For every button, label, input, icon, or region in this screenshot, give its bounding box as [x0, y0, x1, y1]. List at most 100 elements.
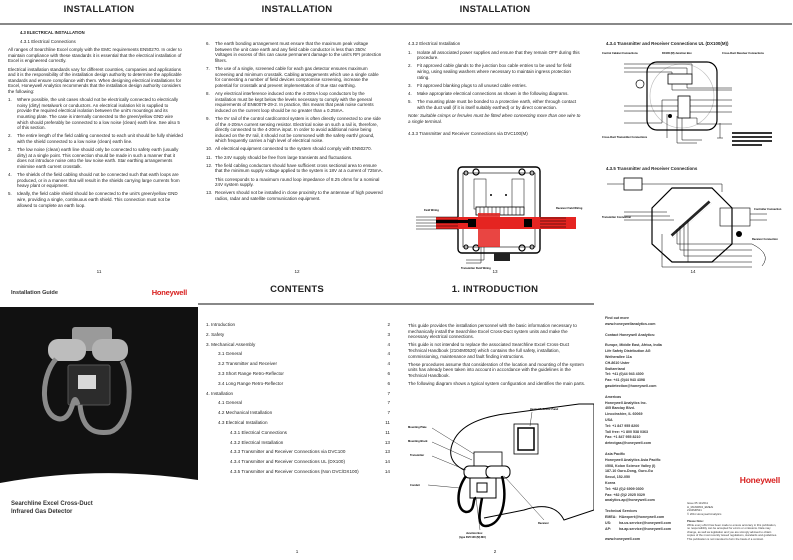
label-junction-box: Junction Box [466, 531, 483, 535]
toc-page: 6 [387, 380, 390, 386]
item-text: The low noise (clean) earth line should … [17, 147, 179, 169]
toc-page: 13 [384, 449, 390, 455]
item-text: This corresponds to a maximum round loop… [215, 176, 380, 188]
item-number: 1. [8, 97, 12, 103]
wiring-diagram-dvc100: Field Wiring Receiver Field Wiring Trans… [416, 166, 583, 270]
page-11: INSTALLATION 4.3 ELECTRICAL INSTALLATION… [0, 0, 198, 280]
header-rule [198, 303, 396, 305]
item-text: The earth bonding arrangement must ensur… [215, 41, 382, 63]
page-number: 14 [690, 269, 696, 274]
contact-line: 187-10 Guro-Dong, Guro-Gu [605, 469, 653, 474]
tech-email[interactable]: ha.us.service@honeywell.com [619, 520, 672, 525]
contact-line: Life Safety Distribution AG [605, 349, 651, 354]
page-header: INSTALLATION [261, 4, 333, 15]
item-number: 6. [206, 41, 210, 46]
toc-page: 14 [384, 459, 390, 465]
tech-email[interactable]: ha.ap.service@honeywell.com [619, 526, 672, 531]
page-number: 1 [295, 549, 299, 554]
list-item: 8.Any electrical interference induced on… [206, 91, 384, 113]
find-out-more: Find out more [605, 316, 629, 320]
note: Note: Suitable crimps or ferrules must b… [408, 112, 581, 124]
label-control-cabinet: Control Cabinet Connections [602, 51, 638, 55]
toc-label: 4.3 Electrical Installation [218, 419, 268, 425]
paragraph: This guide is not intended to replace th… [408, 342, 570, 359]
contact-line: analytics.ap@honeywell.com [605, 498, 655, 503]
contact-line: Tel: +41 (0)44 943 4300 [605, 372, 644, 377]
toc-entry[interactable]: 4.3.4 Transmitter and Receiver Connectio… [206, 459, 390, 469]
tech-email[interactable]: HAexpert@honeywell.com [619, 514, 665, 519]
label-receiver-connections: Cross-Duct Receiver Connections [722, 51, 765, 55]
website-link-2[interactable]: www.honeywell.com [605, 537, 641, 542]
page-header: CONTENTS [270, 284, 324, 295]
item-text: The 24V supply should be free from large… [215, 154, 353, 160]
toc-page: 14 [384, 468, 390, 474]
toc-page: 2 [387, 322, 390, 327]
item-number: 8. [206, 90, 210, 96]
paragraph: All ranges of Searchline Excel comply wi… [8, 47, 182, 64]
cover-photo [0, 307, 198, 483]
item-text: The entire length of the field cabling c… [17, 133, 183, 144]
item-text: Ideally, the field cable shield should b… [17, 191, 178, 208]
website-link[interactable]: www.honeywellanalytics.com [605, 321, 656, 326]
cover-title-line-2: Infrared Gas Detector [11, 509, 73, 515]
contact-line: Americas [605, 394, 622, 399]
item-text: The 0V rail of the control card/control … [215, 115, 381, 144]
toc-label: 4.1 General [218, 400, 243, 406]
toc-entry[interactable]: 1. Introduction 2 [206, 322, 390, 332]
note-text: While every effort has been made to ensu… [687, 522, 778, 541]
label-junction-box-type: (type DVC100 (M) MC) [459, 535, 486, 539]
list-item: 2.Fit approved cable glands to the junct… [408, 63, 584, 80]
toc-entry[interactable]: 3.2 Transmitter and Receiver 4 [206, 361, 390, 371]
contact-line: Fax: +82 (0)2 2025 0329 [605, 492, 645, 497]
toc-entry[interactable]: 4.3.3 Transmitter and Receiver Connectio… [206, 449, 390, 459]
toc-label: 3.2 Transmitter and Receiver [218, 361, 277, 367]
toc-entry[interactable]: 4.3.5 Transmitter and Receiver Connectio… [206, 469, 390, 479]
header-rule [594, 23, 792, 25]
label-reflector-panel: Heated Reflector Panel [530, 407, 559, 411]
item-text: The mounting plate must be bonded to a p… [417, 99, 577, 110]
label-conduit: Conduit [410, 483, 420, 487]
list-item: 4.The shields of the field cabling shoul… [8, 172, 184, 189]
toc-label: 1. Introduction [206, 322, 236, 327]
contact-block: Find out more www.honeywellanalytics.com… [605, 316, 671, 543]
toc-label: 4.3.4 Transmitter and Receiver Connectio… [230, 459, 345, 465]
tech-services-heading: Technical Services [605, 509, 638, 514]
list-item: 13.Receivers should not be installed in … [206, 190, 384, 201]
toc-label: 4.3.2 Electrical Installation [230, 439, 284, 445]
item-number: 7. [206, 65, 210, 71]
page-number: 2 [493, 549, 497, 554]
item-text: Make appropriate electrical connections … [417, 90, 569, 96]
page-header: INSTALLATION [63, 4, 135, 15]
list-item: 4.Make appropriate electrical connection… [408, 91, 584, 97]
tech-region: US: [605, 520, 612, 525]
toc-page: 4 [387, 361, 390, 367]
list-item: 3.The low noise (clean) earth line shoul… [8, 147, 184, 169]
toc-label: 3.3 Short Range Retro-Reflector [218, 370, 284, 376]
tech-service-line: AP:ha.ap.service@honeywell.com [605, 527, 671, 533]
item-number: 9. [206, 115, 210, 121]
toc-page: 4 [387, 351, 390, 357]
diagram-title: 4.3.4 Transmitter and Receiver Connectio… [606, 41, 729, 46]
item-number: 5. [8, 191, 12, 197]
item-number: 13. [206, 190, 213, 196]
system-diagram: Heated Reflector Panel Mounting Plate Mo… [408, 403, 594, 539]
label-transmitter-connection: Transmitter Connection [602, 215, 632, 219]
toc-page: 7 [387, 410, 390, 416]
honeywell-logo: Honeywell [151, 288, 187, 297]
item-text: The field cabling conductors should have… [215, 162, 383, 174]
list-item: 5. Ideally, the field cable shield should… [8, 191, 184, 208]
